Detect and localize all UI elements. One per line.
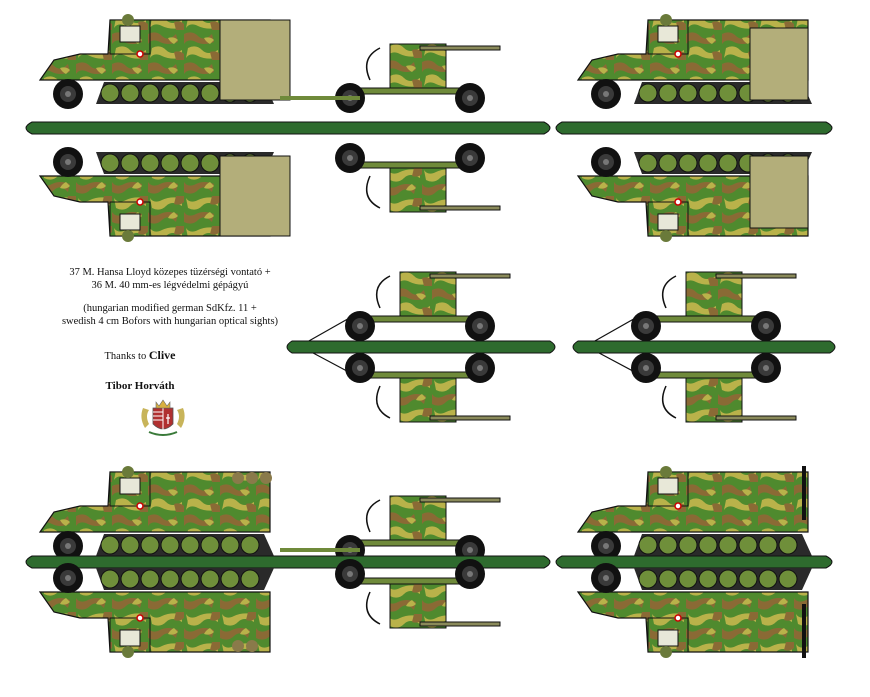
thanks-credit: Thanks to Clive <box>40 348 240 363</box>
model-tractor-bottom-right <box>555 466 833 658</box>
thanks-name: Clive <box>148 348 176 362</box>
caption-line-1: 37 M. Hansa Lloyd közepes tüzérségi vont… <box>69 267 271 278</box>
model-tractor-with-gun-bottom-left <box>25 466 551 658</box>
model-caption-english: (hungarian modified german SdKfz. 11 + s… <box>40 302 300 328</box>
caption-line-3: (hungarian modified german SdKfz. 11 + <box>83 303 257 314</box>
model-caption-hungarian: 37 M. Hansa Lloyd közepes tüzérségi vont… <box>40 266 300 292</box>
hungarian-coat-of-arms-icon <box>141 399 185 436</box>
author-name: Tibor Horváth <box>105 380 175 392</box>
caption-line-2: 36 M. 40 mm-es légvédelmi gépágyú <box>91 280 249 291</box>
model-gun-center <box>286 272 556 422</box>
thanks-prefix: Thanks to <box>104 351 149 362</box>
model-tractor-top-right <box>555 14 833 242</box>
model-tractor-with-gun-top-left <box>25 14 551 242</box>
model-gun-right <box>572 272 836 422</box>
caption-line-4: swedish 4 cm Bofors with hungarian optic… <box>61 316 279 327</box>
